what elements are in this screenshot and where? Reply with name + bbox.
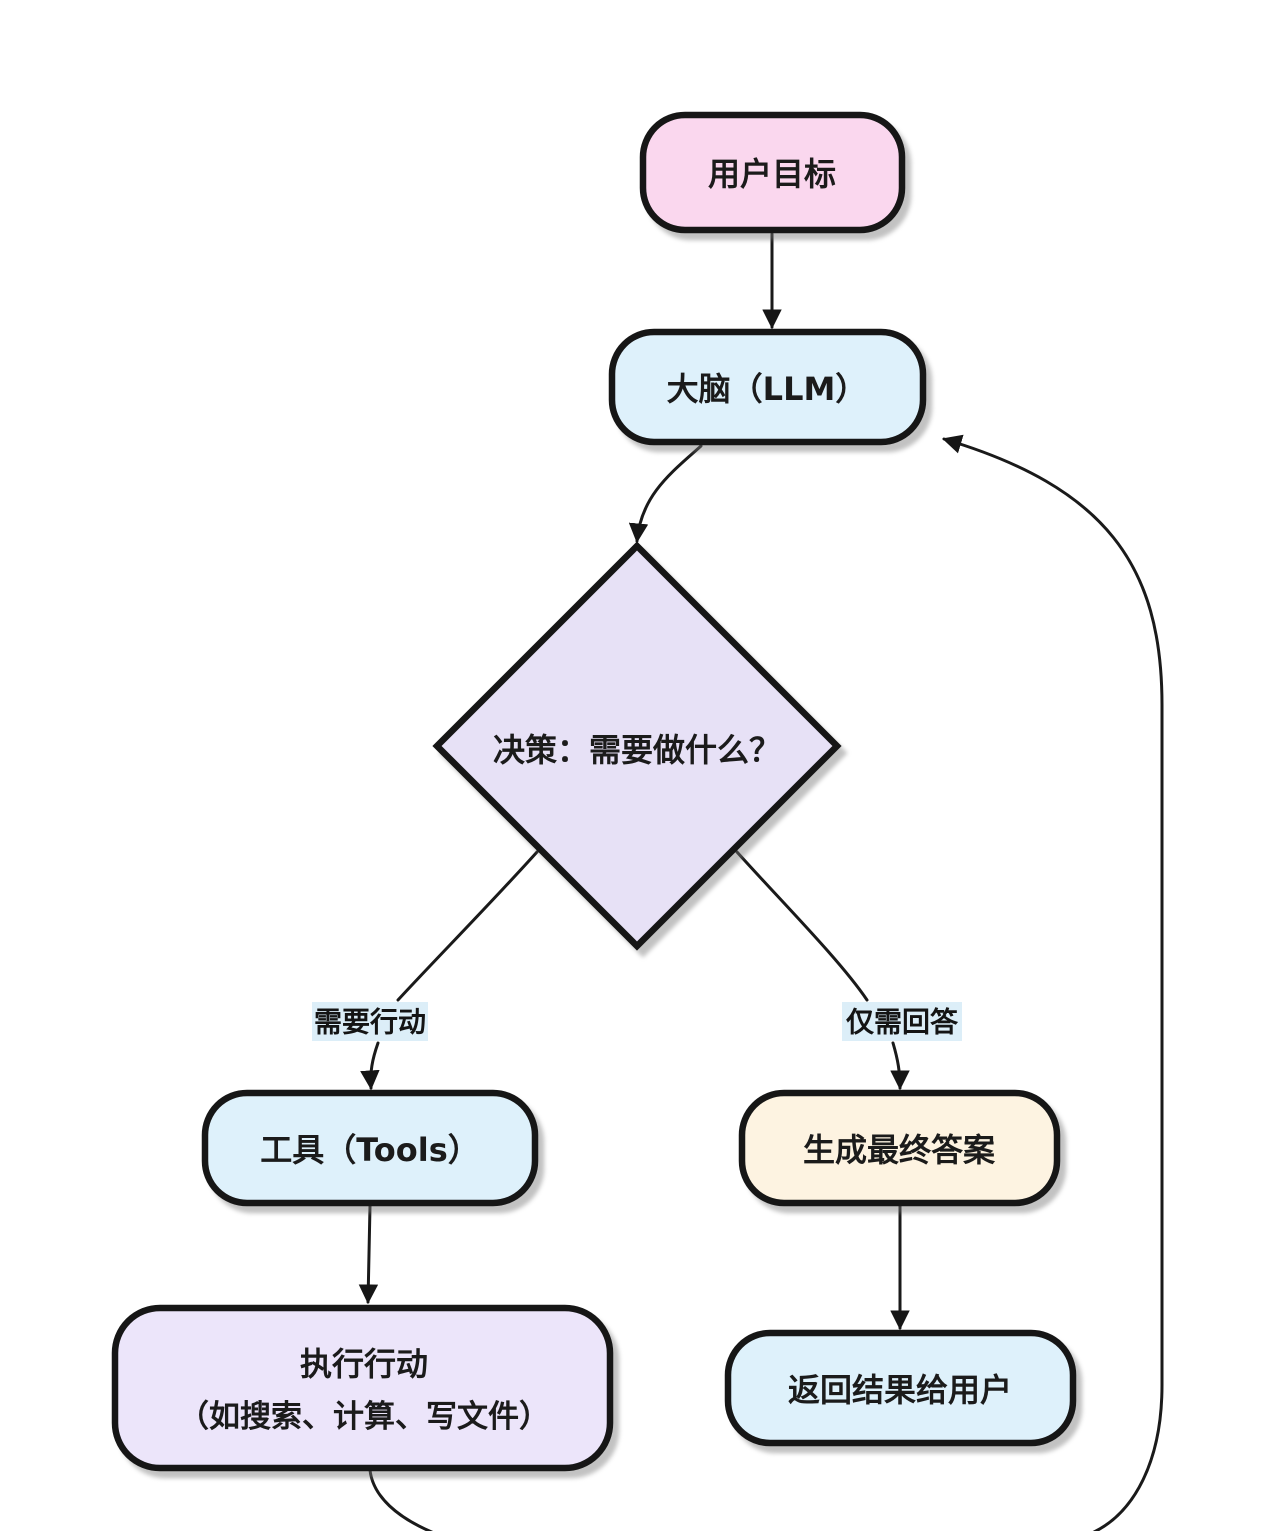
tools-label: 工具（Tools） bbox=[260, 1131, 480, 1169]
return-result-label: 返回结果给用户 bbox=[788, 1371, 1012, 1409]
tools-shape bbox=[201, 1089, 539, 1207]
edge-decision-to-answer-only-label bbox=[735, 850, 869, 1002]
execute-label-line1: 执行行动 bbox=[300, 1345, 428, 1383]
node-user-goal: 用户目标 bbox=[639, 111, 906, 234]
decision-shape bbox=[432, 541, 842, 951]
node-final-answer: 生成最终答案 bbox=[738, 1089, 1061, 1207]
edge-llm-to-decision bbox=[628, 444, 703, 543]
edge-decision-to-need-action-label bbox=[396, 850, 539, 1002]
node-tools: 工具（Tools） bbox=[201, 1089, 539, 1207]
node-decision: 决策：需要做什么？ bbox=[432, 541, 842, 951]
node-llm: 大脑（LLM） bbox=[608, 328, 927, 446]
edge-label-answer-only: 仅需回答 bbox=[842, 1002, 962, 1041]
node-execute: 执行行动 （如搜索、计算、写文件） bbox=[111, 1304, 614, 1472]
execute-shape bbox=[111, 1304, 614, 1472]
decision-label: 决策：需要做什么？ bbox=[493, 731, 781, 769]
edge-loop-to-llm bbox=[942, 434, 1164, 1531]
answer-only-label-bg bbox=[842, 1002, 962, 1041]
return-result-shape bbox=[724, 1329, 1077, 1447]
user-goal-label: 用户目标 bbox=[708, 155, 836, 193]
execute-label-line2: （如搜索、计算、写文件） bbox=[178, 1399, 550, 1435]
edge-answer-only-label-to-final-answer bbox=[890, 1041, 910, 1090]
final-answer-shape bbox=[738, 1089, 1061, 1207]
node-return-result: 返回结果给用户 bbox=[724, 1329, 1077, 1447]
edge-label-need-action: 需要行动 bbox=[312, 1002, 428, 1041]
llm-shape bbox=[608, 328, 927, 446]
answer-only-label: 仅需回答 bbox=[846, 1006, 959, 1039]
need-action-label: 需要行动 bbox=[314, 1006, 426, 1039]
need-action-label-bg bbox=[312, 1002, 428, 1041]
user-goal-shape bbox=[639, 111, 906, 234]
llm-label: 大脑（LLM） bbox=[667, 370, 868, 408]
edge-tools-to-execute bbox=[358, 1204, 379, 1304]
edge-need-action-label-to-tools bbox=[360, 1041, 380, 1090]
edge-execute-loop-start bbox=[368, 1468, 434, 1531]
final-answer-label: 生成最终答案 bbox=[803, 1131, 996, 1169]
edges bbox=[358, 232, 1164, 1531]
